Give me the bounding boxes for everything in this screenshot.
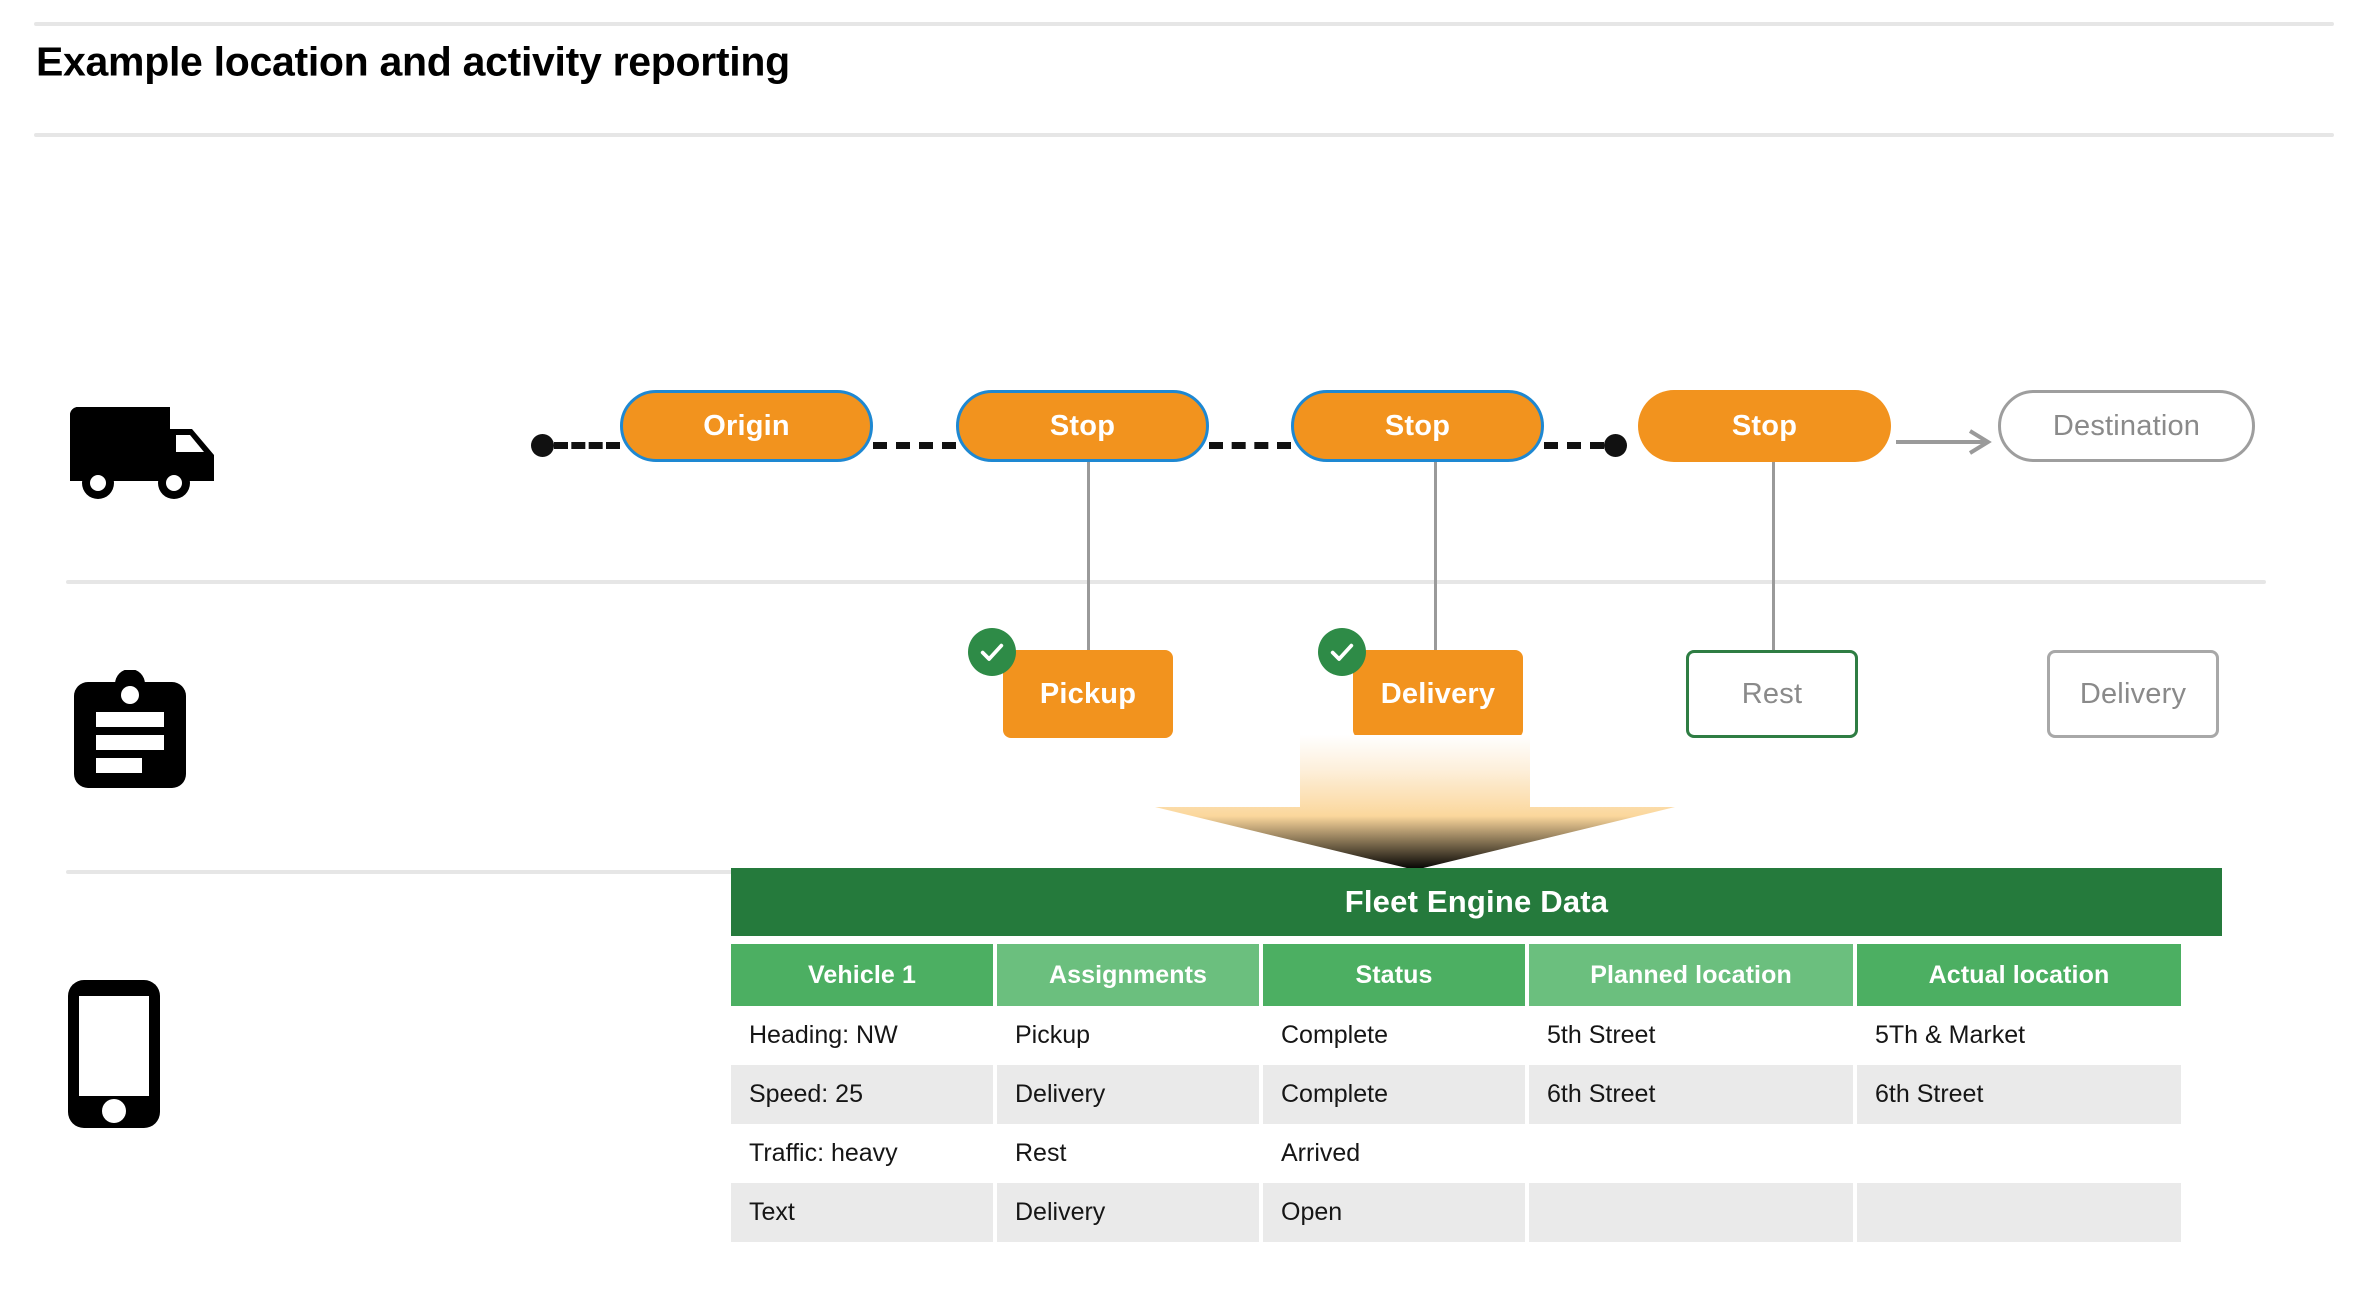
table-cell bbox=[1857, 1183, 2181, 1242]
connector-stop1-pickup bbox=[1087, 462, 1090, 650]
table-row[interactable]: Text Delivery Open bbox=[731, 1183, 2191, 1242]
table-cell: 5th Street bbox=[1547, 1021, 1656, 1049]
table-cell: Text bbox=[731, 1183, 993, 1242]
connector-stop3-rest bbox=[1772, 462, 1775, 650]
route-node-origin[interactable]: Origin bbox=[620, 390, 873, 462]
route-node-label: Destination bbox=[2052, 409, 2201, 442]
table-cell: Heading: NW bbox=[749, 1021, 898, 1049]
clipboard-icon bbox=[74, 670, 186, 788]
col-label: Actual location bbox=[1928, 960, 2110, 989]
table-cell bbox=[1529, 1124, 1853, 1183]
col-label: Planned location bbox=[1590, 960, 1792, 989]
route-start-dot bbox=[531, 434, 554, 457]
check-circle-icon bbox=[1318, 628, 1366, 676]
route-node-destination[interactable]: Destination bbox=[1998, 390, 2255, 462]
table-header-row: Vehicle 1 Assignments Status Planned loc… bbox=[731, 944, 2191, 1006]
table-title-text: Fleet Engine Data bbox=[1344, 884, 1609, 919]
route-dash-1 bbox=[873, 442, 956, 449]
section-divider-route bbox=[66, 580, 2266, 584]
table-cell: 5Th & Market bbox=[1875, 1021, 2026, 1049]
route-node-stop-3[interactable]: Stop bbox=[1638, 390, 1891, 462]
route-node-label: Stop bbox=[1384, 409, 1451, 442]
fleet-engine-data-table: Fleet Engine Data Vehicle 1 Assignments … bbox=[731, 868, 2222, 1242]
header-divider-top bbox=[34, 22, 2334, 26]
check-glyph bbox=[1330, 643, 1354, 661]
activity-card-delivery-2[interactable]: Delivery bbox=[2047, 650, 2219, 738]
section-divider-activity bbox=[66, 870, 766, 874]
col-label: Assignments bbox=[1048, 960, 1208, 989]
table-cell: Pickup bbox=[1015, 1021, 1091, 1049]
table-cell: Speed: 25 bbox=[731, 1065, 993, 1124]
activity-card-delivery-1[interactable]: Delivery bbox=[1353, 650, 1523, 738]
arrow-right-icon bbox=[1896, 429, 1992, 455]
table-cell: Arrived bbox=[1281, 1139, 1361, 1167]
activity-card-label: Delivery bbox=[2079, 677, 2187, 710]
table-cell: Complete bbox=[1263, 1065, 1525, 1124]
table-col-header-assignments[interactable]: Assignments bbox=[997, 944, 1259, 1006]
col-label: Status bbox=[1355, 960, 1433, 989]
table-cell: Rest bbox=[1015, 1139, 1067, 1167]
table-cell bbox=[1857, 1124, 2181, 1183]
route-node-label: Stop bbox=[1731, 409, 1798, 442]
table-cell bbox=[1529, 1183, 1853, 1242]
table-cell: Traffic: heavy bbox=[749, 1139, 898, 1167]
table-col-header-planned-location[interactable]: Planned location bbox=[1529, 944, 1853, 1006]
table-row[interactable]: Heading: NW Pickup Complete 5th Street 5… bbox=[731, 1006, 2191, 1065]
truck-icon bbox=[70, 407, 214, 499]
table-cell: Delivery bbox=[997, 1183, 1259, 1242]
page-title: Example location and activity reporting bbox=[36, 38, 790, 85]
table-col-header-status[interactable]: Status bbox=[1263, 944, 1525, 1006]
phone-icon bbox=[68, 980, 160, 1128]
table-col-header-vehicle[interactable]: Vehicle 1 bbox=[731, 944, 993, 1006]
table-cell: 6th Street bbox=[1857, 1065, 2181, 1124]
route-dash-2 bbox=[1209, 442, 1291, 449]
table-title-bar: Fleet Engine Data bbox=[731, 868, 2222, 936]
activity-card-label: Delivery bbox=[1380, 677, 1496, 710]
arrow-down-icon bbox=[1155, 735, 1675, 870]
activity-card-label: Rest bbox=[1741, 677, 1803, 710]
check-glyph bbox=[980, 643, 1004, 661]
table-cell: Complete bbox=[1281, 1021, 1388, 1049]
route-node-label: Stop bbox=[1049, 409, 1116, 442]
connector-stop2-delivery bbox=[1434, 462, 1437, 650]
route-node-label: Origin bbox=[703, 409, 790, 442]
activity-card-pickup[interactable]: Pickup bbox=[1003, 650, 1173, 738]
header-divider-bottom bbox=[34, 133, 2334, 137]
route-dash-3 bbox=[1544, 442, 1604, 449]
table-row[interactable]: Traffic: heavy Rest Arrived bbox=[731, 1124, 2191, 1183]
route-waypoint-dot bbox=[1604, 434, 1627, 457]
table-cell: 6th Street bbox=[1529, 1065, 1853, 1124]
route-node-stop-2[interactable]: Stop bbox=[1291, 390, 1544, 462]
activity-card-rest[interactable]: Rest bbox=[1686, 650, 1858, 738]
table-cell: Delivery bbox=[997, 1065, 1259, 1124]
check-circle-icon bbox=[968, 628, 1016, 676]
col-label: Vehicle 1 bbox=[808, 960, 916, 989]
table-col-header-actual-location[interactable]: Actual location bbox=[1857, 944, 2181, 1006]
route-node-stop-1[interactable]: Stop bbox=[956, 390, 1209, 462]
table-cell: Open bbox=[1263, 1183, 1525, 1242]
activity-card-label: Pickup bbox=[1039, 677, 1137, 710]
route-dash-start bbox=[554, 442, 620, 449]
table-row[interactable]: Speed: 25 Delivery Complete 6th Street 6… bbox=[731, 1065, 2191, 1124]
